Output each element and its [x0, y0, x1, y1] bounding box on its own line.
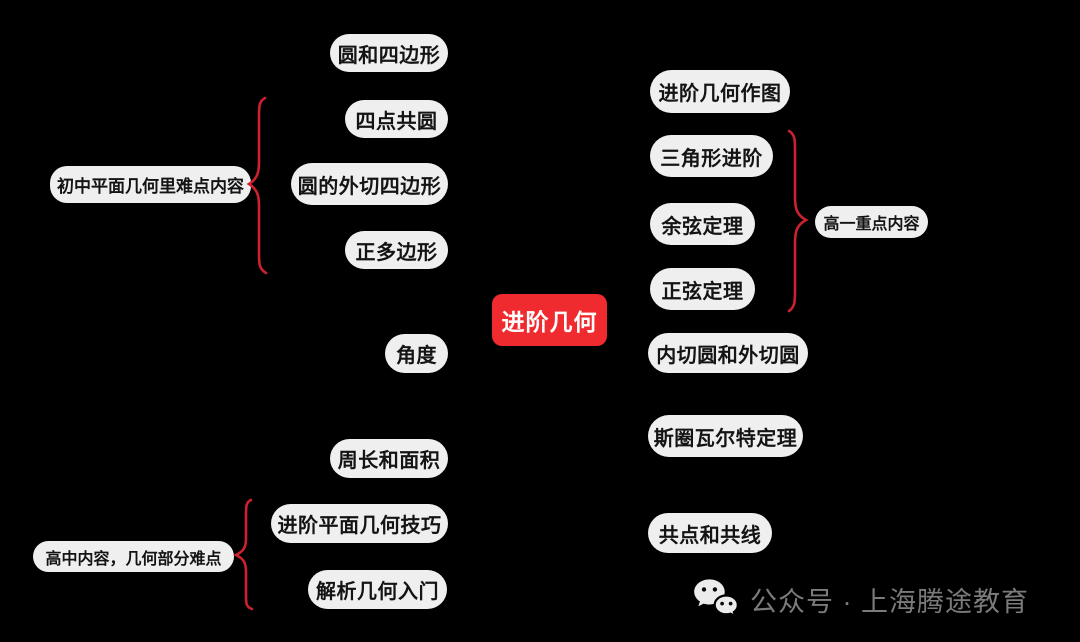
brace-senior-group: [233, 498, 254, 611]
brace-junior-group: [246, 96, 268, 275]
label-senior-group[interactable]: 高中内容，几何部分难点: [33, 541, 234, 572]
node-law-of-cosines[interactable]: 余弦定理: [650, 203, 755, 245]
node-triangle-advanced[interactable]: 三角形进阶: [650, 135, 773, 177]
node-concurrent-and-collinear[interactable]: 共点和共线: [648, 513, 772, 553]
label-grade10-group[interactable]: 高一重点内容: [815, 206, 928, 238]
node-angle[interactable]: 角度: [385, 334, 448, 373]
node-incircle-and-circumcircle[interactable]: 内切圆和外切圆: [648, 333, 808, 373]
footer-label: 公众号 · 上海腾途教育: [750, 586, 1029, 617]
node-perimeter-and-area[interactable]: 周长和面积: [330, 439, 448, 478]
label-junior-group[interactable]: 初中平面几何里难点内容: [50, 166, 251, 203]
node-stewart-theorem[interactable]: 斯圈瓦尔特定理: [648, 415, 803, 457]
footer-watermark: 公众号 · 上海腾途教育: [692, 577, 1029, 621]
node-advanced-plane-geometry-skills[interactable]: 进阶平面几何技巧: [271, 504, 448, 543]
brace-grade10-group: [787, 129, 809, 313]
node-circumscribed-quadrilateral[interactable]: 圆的外切四边形: [291, 163, 448, 205]
node-analytic-geometry-intro[interactable]: 解析几何入门: [308, 570, 447, 609]
node-four-concyclic-points[interactable]: 四点共圆: [345, 100, 448, 138]
node-law-of-sines[interactable]: 正弦定理: [650, 268, 755, 310]
node-circle-and-quadrilateral[interactable]: 圆和四边形: [330, 34, 448, 72]
center-node-advanced-geometry[interactable]: 进阶几何: [492, 294, 607, 346]
wechat-icon: [694, 579, 739, 619]
node-advanced-geometry-construction[interactable]: 进阶几何作图: [650, 70, 790, 113]
node-regular-polygon[interactable]: 正多边形: [345, 231, 448, 269]
